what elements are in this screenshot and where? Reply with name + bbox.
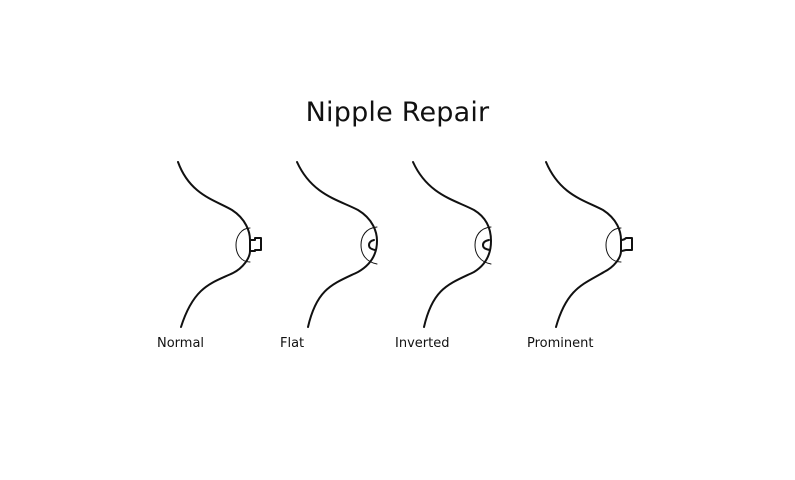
breast-outline bbox=[545, 161, 622, 328]
nipple-flat-icon bbox=[368, 239, 376, 251]
breast-profile-normal bbox=[177, 161, 262, 328]
areola-arc bbox=[605, 227, 622, 263]
label-normal: Normal bbox=[157, 336, 205, 351]
breast-outline bbox=[412, 161, 492, 328]
label-flat: Flat bbox=[280, 336, 305, 351]
label-inverted: Inverted bbox=[395, 336, 450, 351]
breast-outline bbox=[296, 161, 378, 328]
breast-profile-prominent bbox=[545, 161, 633, 328]
areola-arc bbox=[360, 226, 378, 265]
breast-profile-flat bbox=[296, 161, 378, 328]
nipple-normal-icon bbox=[249, 237, 262, 252]
areola-arc bbox=[235, 227, 251, 263]
nipple-prominent-icon bbox=[620, 237, 633, 252]
breast-outline bbox=[177, 161, 251, 328]
breast-profile-inverted bbox=[412, 161, 492, 328]
nipple-inverted-icon bbox=[482, 239, 491, 251]
diagram-title: Nipple Repair bbox=[305, 97, 490, 128]
areola-arc bbox=[474, 226, 492, 265]
label-prominent: Prominent bbox=[527, 336, 594, 351]
